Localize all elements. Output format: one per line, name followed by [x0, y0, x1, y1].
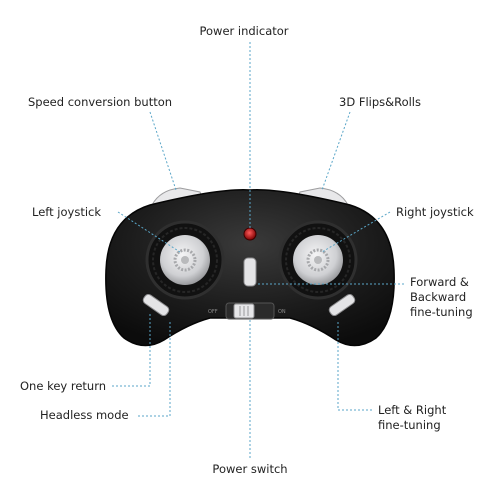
callout-left-right [337, 322, 372, 411]
callout-right-joystick [321, 211, 391, 253]
label-left-right-line-1: Left & Right [378, 403, 447, 417]
label-power-switch: Power switch [212, 462, 288, 476]
switch-off-text: OFF [208, 309, 218, 315]
callout-lines [112, 42, 405, 458]
forward-backward-trim-button[interactable] [243, 257, 257, 287]
label-headless-mode: Headless mode [40, 408, 129, 422]
switch-on-text: ON [278, 309, 286, 315]
callout-left-joystick [117, 211, 181, 253]
label-flips-rolls: 3D Flips&Rolls [339, 95, 421, 109]
callout-flips-rolls [321, 111, 351, 191]
callout-one-key-return [112, 312, 151, 387]
label-left-joystick: Left joystick [32, 205, 102, 219]
label-left-right-line-2: fine-tuning [378, 418, 441, 432]
label-power-indicator: Power indicator [199, 24, 289, 38]
label-right-joystick: Right joystick [396, 205, 474, 219]
power-indicator-led [243, 227, 257, 241]
callout-speed-conversion [149, 111, 177, 191]
label-one-key-return: One key return [20, 379, 107, 393]
left-right-trim-button[interactable] [328, 293, 357, 317]
label-forward-backward: Forward & Backward fine-tuning [410, 275, 473, 320]
label-left-right: Left & Right fine-tuning [378, 403, 446, 433]
label-speed-conversion-button: Speed conversion button [28, 95, 173, 109]
label-forward-backward-line-3: fine-tuning [410, 305, 473, 319]
label-forward-backward-line-1: Forward & [410, 275, 469, 289]
one-key-return-button[interactable] [142, 293, 171, 317]
callout-headless-mode [138, 320, 171, 417]
label-forward-backward-line-2: Backward [410, 290, 467, 304]
